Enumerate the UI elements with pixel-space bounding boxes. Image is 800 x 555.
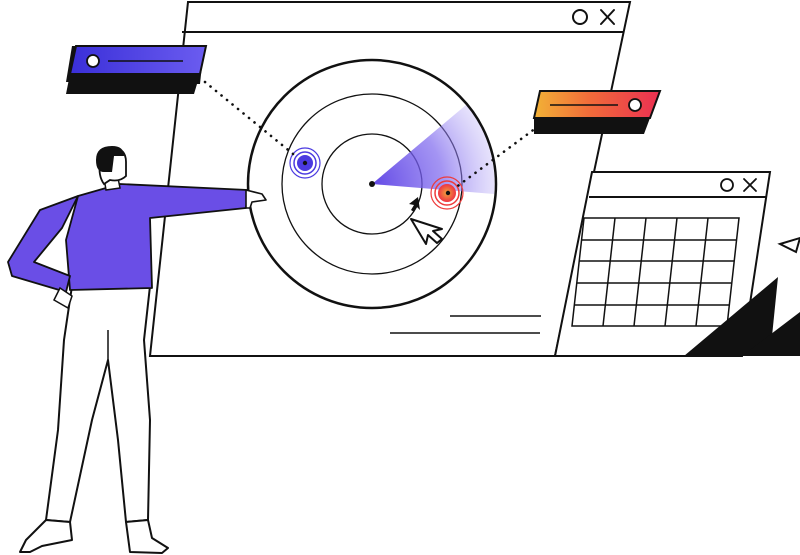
cursor-arrow-icon [409, 197, 420, 212]
triangle-outline-shape [777, 236, 800, 254]
hand-pointing [245, 189, 267, 209]
shoe-right [125, 519, 169, 554]
circle-icon [628, 98, 642, 112]
close-icon[interactable] [743, 178, 757, 192]
shoe-left [19, 519, 73, 553]
triangle-shape [684, 277, 778, 356]
hand-left [53, 286, 73, 310]
circle-icon [86, 54, 100, 68]
radar [246, 58, 498, 310]
hair [96, 146, 124, 172]
decorative-shapes [684, 236, 800, 356]
connector-line-blue [203, 80, 300, 160]
radar-target-blue[interactable] [289, 147, 321, 179]
radar-center [369, 181, 375, 187]
circle-icon[interactable] [572, 9, 588, 25]
connector-line-red [453, 120, 546, 190]
triangle-shape [742, 312, 800, 356]
label-tag-red[interactable] [532, 90, 662, 134]
label-tag-blue[interactable] [66, 45, 208, 94]
person-figure [7, 146, 267, 554]
cursor-arrow-icon [410, 218, 443, 245]
radar-target-red[interactable] [430, 176, 464, 210]
close-icon[interactable] [600, 9, 615, 25]
circle-icon[interactable] [720, 178, 734, 192]
trousers [45, 285, 151, 523]
radar-sweep [372, 105, 495, 194]
sweater [65, 183, 249, 291]
